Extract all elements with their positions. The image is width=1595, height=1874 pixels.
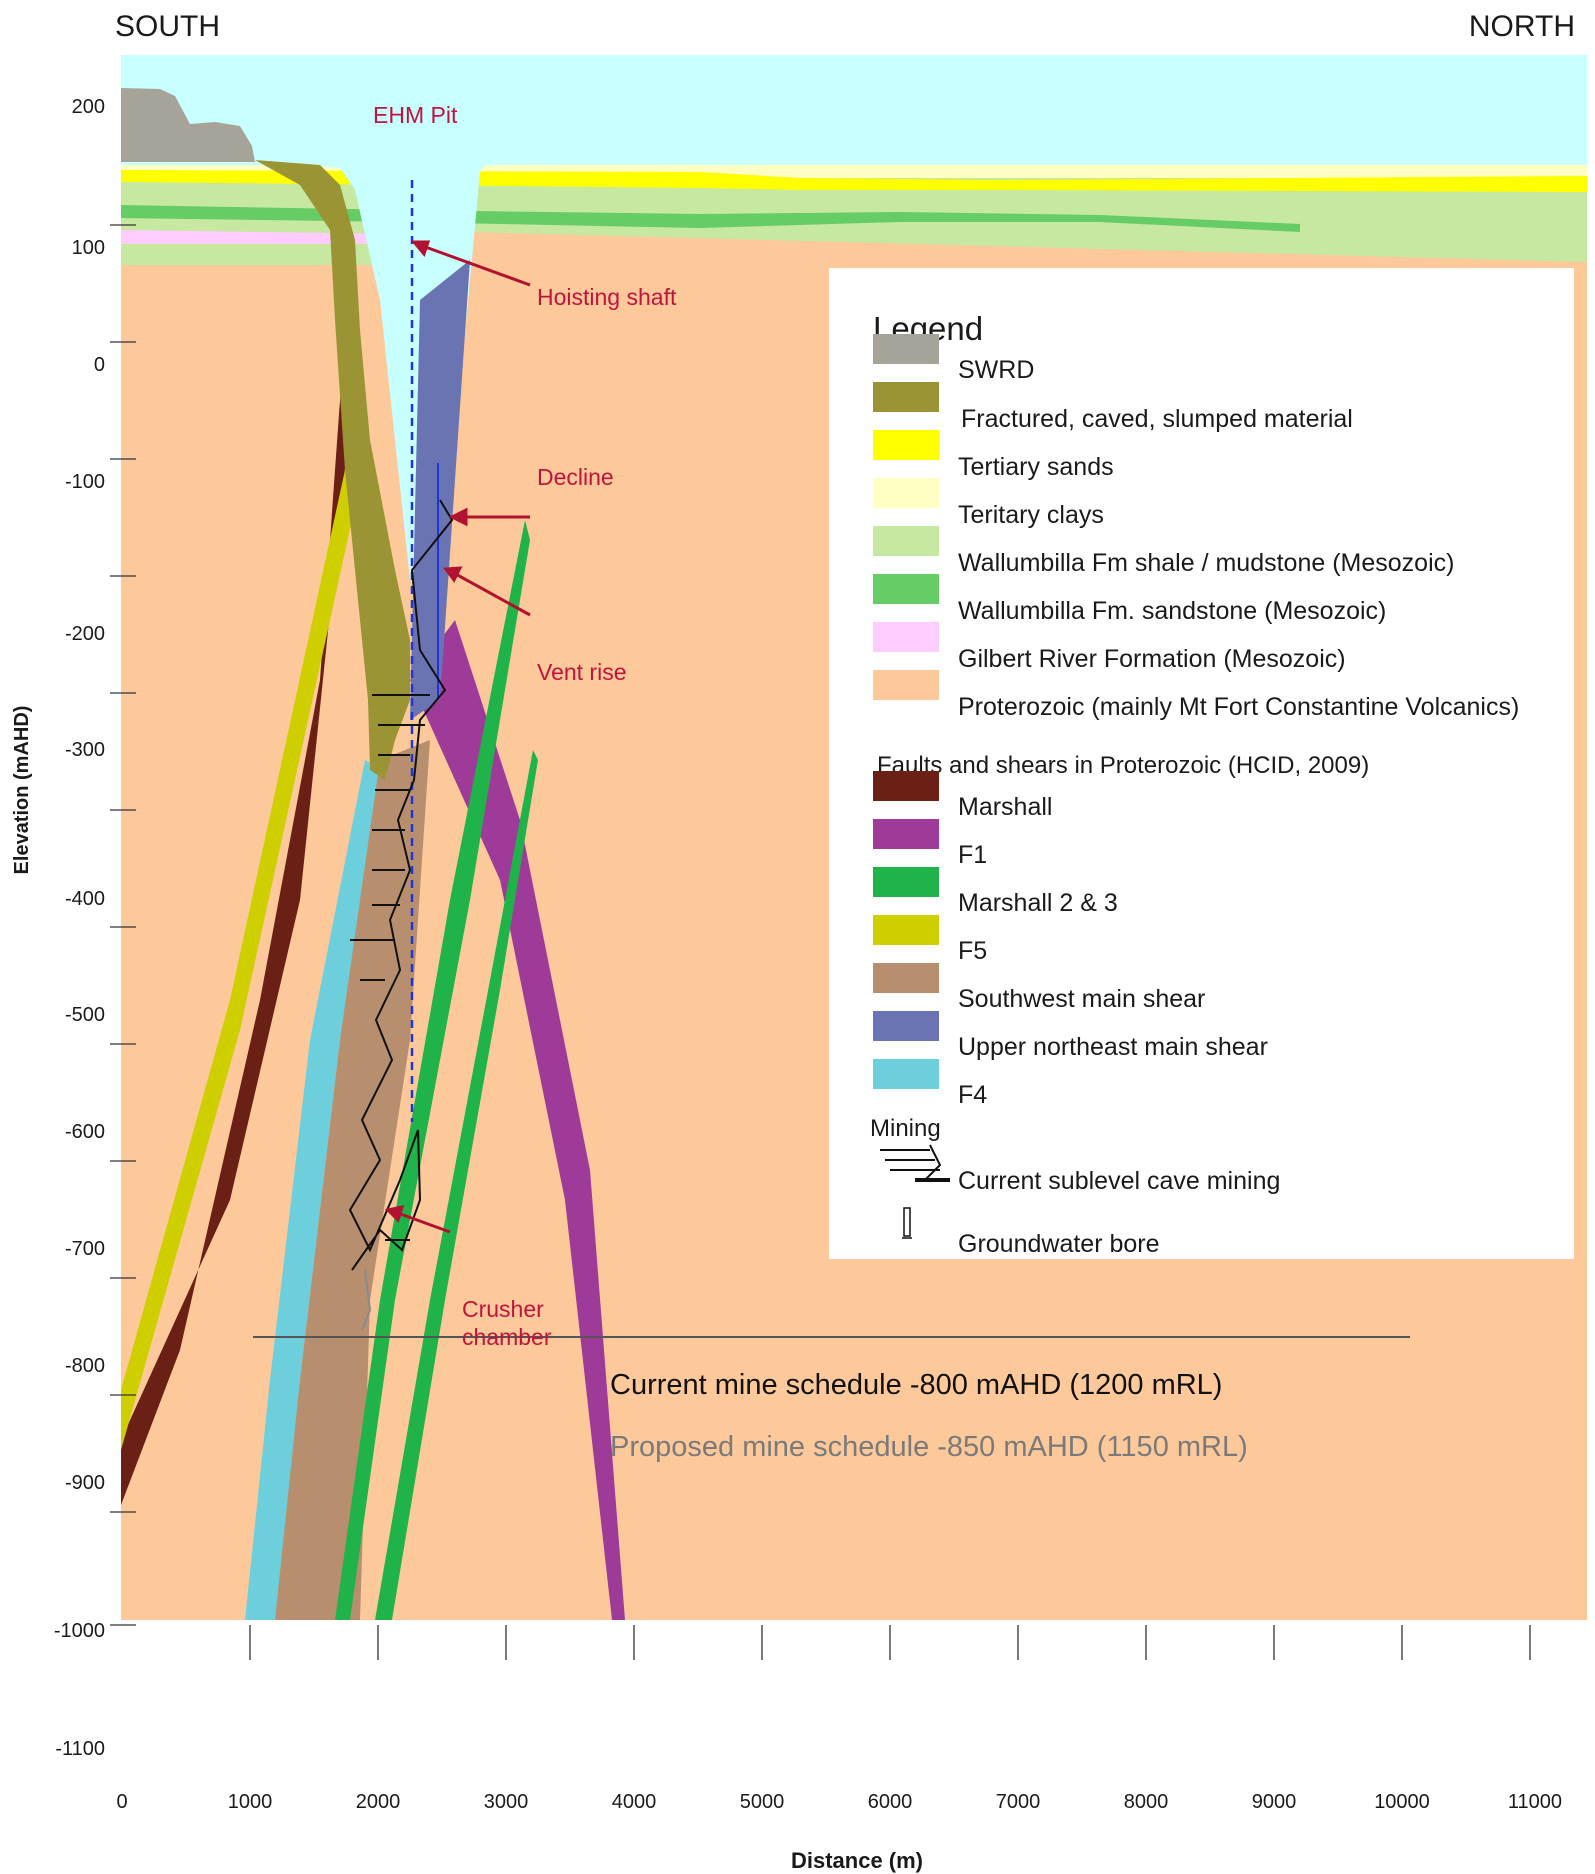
- mining-heading: Mining: [870, 1115, 941, 1142]
- legend-swatch: [873, 1011, 939, 1041]
- y-tick: -300: [65, 739, 105, 761]
- x-tick: 10000: [1374, 1791, 1430, 1813]
- y-tick-labels: 200 100 0 -100 -200 -300 -400 -500 -600 …: [54, 96, 105, 1760]
- legend-swatch: [873, 670, 939, 700]
- arrow-decline: [448, 507, 468, 527]
- y-tick: -100: [65, 471, 105, 493]
- legend-swatch: [873, 526, 939, 556]
- current-schedule-label: Current mine schedule -800 mAHD (1200 mR…: [610, 1369, 1222, 1401]
- fractured-caved-material: [255, 160, 410, 780]
- x-tick: 4000: [612, 1791, 657, 1813]
- x-tick: 7000: [996, 1791, 1041, 1813]
- f5-fault: [121, 470, 352, 1450]
- arrow-crusher: [384, 1204, 405, 1223]
- legend-swatch: [873, 334, 939, 364]
- upper-ne-shear: [410, 260, 470, 720]
- x-tick: 8000: [1124, 1791, 1169, 1813]
- proposed-schedule-label: Proposed mine schedule -850 mAHD (1150 m…: [610, 1431, 1248, 1463]
- legend-swatch: [873, 622, 939, 652]
- x-tick: 11000: [1508, 1791, 1562, 1813]
- y-tick: 100: [72, 237, 105, 259]
- legend-item: Tertiary sands: [958, 453, 1114, 481]
- x-tick: 0: [116, 1791, 127, 1813]
- legend: Legend SWRD Fractured, caved, slumped ma…: [829, 268, 1574, 1259]
- legend-swatch: [873, 915, 939, 945]
- legend-swatch: [873, 819, 939, 849]
- legend-swatch: [873, 478, 939, 508]
- y-axis-title: Elevation (mAHD): [11, 706, 33, 875]
- legend-swatch: [873, 430, 939, 460]
- vent-rise-label: Vent rise: [537, 659, 627, 685]
- y-tick: -900: [65, 1472, 105, 1494]
- decline-path: [348, 499, 454, 1271]
- legend-item: Fractured, caved, slumped material: [961, 405, 1353, 433]
- x-tick: 5000: [740, 1791, 785, 1813]
- faults-heading: Faults and shears in Proterozoic (HCID, …: [877, 752, 1369, 779]
- x-tick-labels: 0 1000 2000 3000 4000 5000 6000 7000 800…: [116, 1791, 1562, 1813]
- legend-item: SWRD: [958, 356, 1034, 384]
- sublevel-workings: [350, 694, 430, 1241]
- swrd-dump: [121, 88, 255, 162]
- sky-area: [121, 55, 1587, 165]
- legend-item: Southwest main shear: [958, 985, 1205, 1013]
- axis-ticks: [110, 224, 1531, 1660]
- legend-item: Teritary clays: [958, 501, 1104, 529]
- legend-swatch: [873, 1059, 939, 1089]
- legend-item: Marshall 2 & 3: [958, 889, 1118, 917]
- legend-item: Proterozoic (mainly Mt Fort Constantine …: [958, 693, 1519, 721]
- crusher-label-2: chamber: [462, 1324, 552, 1350]
- legend-swatch: [873, 574, 939, 604]
- north-label: NORTH: [1469, 10, 1575, 43]
- legend-item: Marshall: [958, 793, 1052, 821]
- y-tick: 200: [72, 96, 105, 118]
- y-tick: -700: [65, 1238, 105, 1260]
- legend-item: Gilbert River Formation (Mesozoic): [958, 645, 1346, 673]
- x-tick: 2000: [356, 1791, 401, 1813]
- legend-item: Upper northeast main shear: [958, 1033, 1268, 1061]
- marshall-2-fault: [335, 520, 530, 1620]
- x-tick: 1000: [228, 1791, 273, 1813]
- legend-item: Groundwater bore: [958, 1230, 1160, 1258]
- bore-icon: [902, 1207, 912, 1239]
- southwest-main-shear: [275, 740, 430, 1620]
- y-tick: -1000: [54, 1620, 105, 1642]
- x-tick: 3000: [484, 1791, 529, 1813]
- proposed-extension: [361, 1269, 372, 1331]
- y-tick: -500: [65, 1004, 105, 1026]
- legend-swatch: [873, 963, 939, 993]
- legend-swatch: [873, 771, 939, 801]
- marshall-3-fault: [375, 750, 538, 1620]
- y-tick: -200: [65, 623, 105, 645]
- x-tick: 6000: [868, 1791, 913, 1813]
- legend-item: F5: [958, 937, 987, 965]
- decline-label: Decline: [537, 464, 614, 490]
- y-tick: 0: [94, 354, 105, 376]
- south-label: SOUTH: [115, 10, 220, 43]
- legend-item: F1: [958, 841, 987, 869]
- y-tick: -800: [65, 1355, 105, 1377]
- tertiary-sands-band: [121, 170, 1587, 192]
- legend-item: Wallumbilla Fm shale / mudstone (Mesozoi…: [958, 549, 1454, 577]
- arrow-hoisting: [410, 240, 431, 258]
- y-tick: -400: [65, 888, 105, 910]
- legend-item: Current sublevel cave mining: [958, 1167, 1280, 1195]
- legend-swatch: [873, 867, 939, 897]
- sublevel-cave-icon: [880, 1144, 950, 1182]
- y-tick: -600: [65, 1121, 105, 1143]
- y-tick: -1100: [55, 1738, 105, 1760]
- legend-swatch: [873, 382, 939, 412]
- legend-panel: [829, 268, 1574, 1259]
- legend-item: Wallumbilla Fm. sandstone (Mesozoic): [958, 597, 1386, 625]
- arrows: [384, 240, 531, 1234]
- arrow-vent: [443, 566, 463, 583]
- x-tick: 9000: [1252, 1791, 1297, 1813]
- crusher-label-1: Crusher: [462, 1296, 544, 1322]
- legend-item: F4: [958, 1081, 987, 1109]
- hoisting-shaft-label: Hoisting shaft: [537, 284, 677, 310]
- f1-fault: [410, 620, 625, 1620]
- pit-label: EHM Pit: [373, 102, 458, 128]
- x-axis-title: Distance (m): [791, 1848, 923, 1873]
